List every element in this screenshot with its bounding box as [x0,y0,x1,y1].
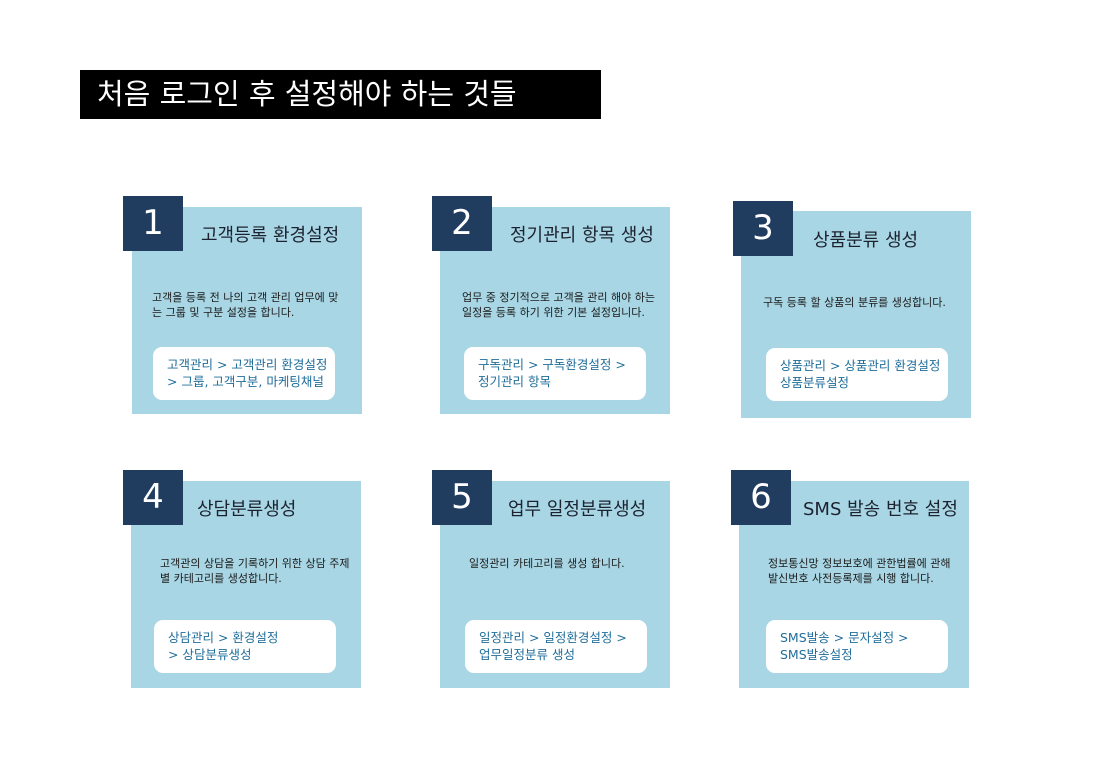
card-title-6: SMS 발송 번호 설정 [803,499,958,520]
menu-path-line: 상품관리 > 상품관리 환경설정 [780,358,941,373]
card-title-4: 상담분류생성 [197,499,297,520]
step-number-4: 4 [123,470,183,525]
menu-path-6[interactable]: SMS발송 > 문자설정 > SMS발송설정 [766,620,948,673]
step-number-2: 2 [432,196,492,251]
menu-path-1[interactable]: 고객관리 > 고객관리 환경설정 > 그룹, 고객구분, 마케팅채널 [153,347,335,400]
menu-path-line: 정기관리 항목 [478,374,551,389]
step-number-6: 6 [731,470,791,525]
step-number-1: 1 [123,196,183,251]
page-title: 처음 로그인 후 설정해야 하는 것들 [80,70,601,119]
menu-path-line: 상담관리 > 환경설정 [168,630,279,645]
menu-path-line: > 상담분류생성 [168,647,252,662]
card-title-2: 정기관리 항목 생성 [510,225,654,246]
card-title-5: 업무 일정분류생성 [508,499,647,520]
card-title-3: 상품분류 생성 [813,230,919,251]
menu-path-2[interactable]: 구독관리 > 구독환경설정 > 정기관리 항목 [464,347,646,400]
card-description-1: 고객을 등록 전 나의 고객 관리 업무에 맞는 그룹 및 구분 설정을 합니다… [152,291,339,319]
menu-path-line: 상품분류설정 [780,375,850,390]
menu-path-line: SMS발송설정 [780,647,853,662]
menu-path-4[interactable]: 상담관리 > 환경설정 > 상담분류생성 [154,620,336,673]
menu-path-line: SMS발송 > 문자설정 > [780,630,909,645]
card-description-4: 고객관의 상담을 기록하기 위한 상담 주제별 카테고리를 생성합니다. [160,557,350,585]
step-number-3: 3 [733,201,793,256]
menu-path-line: 고객관리 > 고객관리 환경설정 [167,357,328,372]
menu-path-line: > 그룹, 고객구분, 마케팅채널 [167,374,324,389]
menu-path-line: 일정관리 > 일정환경설정 > [479,630,627,645]
menu-path-line: 구독관리 > 구독환경설정 > [478,357,626,372]
step-number-5: 5 [432,470,492,525]
card-description-6: 정보통신망 정보보호에 관한법률에 관해 발신번호 사전등록제를 시행 합니다. [768,557,951,585]
card-description-2: 업무 중 정기적으로 고객을 관리 해야 하는 일정을 등록 하기 위한 기본 … [462,291,656,319]
card-description-3: 구독 등록 할 상품의 분류를 생성합니다. [763,296,946,309]
card-description-5: 일정관리 카테고리를 생성 합니다. [469,557,625,570]
menu-path-3[interactable]: 상품관리 > 상품관리 환경설정 상품분류설정 [766,348,948,401]
menu-path-line: 업무일정분류 생성 [479,647,575,662]
card-title-1: 고객등록 환경설정 [201,225,340,246]
menu-path-5[interactable]: 일정관리 > 일정환경설정 > 업무일정분류 생성 [465,620,647,673]
